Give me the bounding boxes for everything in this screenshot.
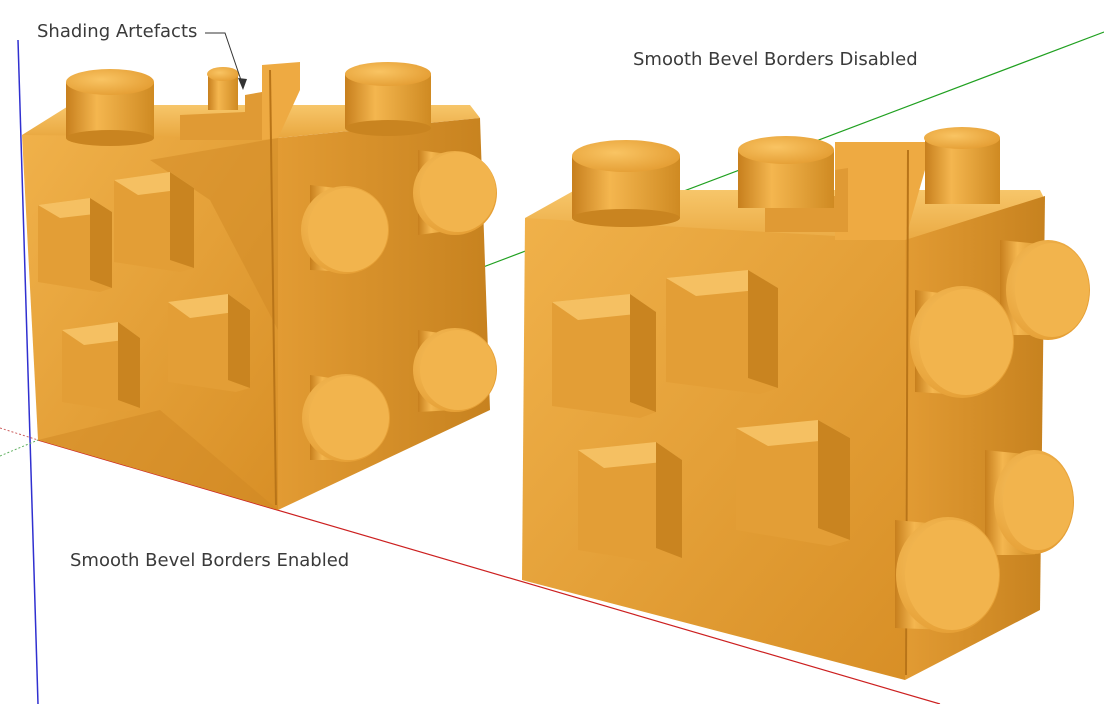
left-front-bumps bbox=[38, 172, 250, 412]
axis-red-dotted bbox=[0, 427, 39, 441]
right-side-cylinders bbox=[895, 240, 1090, 633]
right-front-bumps bbox=[552, 270, 850, 564]
left-ridge-edge bbox=[269, 69, 277, 506]
model-right[interactable] bbox=[522, 127, 1090, 680]
axis-red bbox=[37, 439, 941, 704]
axis-blue bbox=[17, 39, 39, 704]
annotation-smooth-bevel-disabled: Smooth Bevel Borders Disabled bbox=[633, 49, 918, 70]
annotation-smooth-bevel-enabled: Smooth Bevel Borders Enabled bbox=[70, 550, 350, 571]
axis-green-dotted bbox=[0, 439, 39, 457]
right-ridge bbox=[835, 142, 925, 240]
model-left[interactable] bbox=[22, 62, 497, 510]
artefact-leader bbox=[205, 32, 247, 90]
right-top-studs bbox=[572, 127, 1000, 227]
annotation-shading-artefacts: Shading Artefacts bbox=[37, 21, 198, 42]
left-notch bbox=[180, 92, 262, 140]
left-top-studs bbox=[66, 62, 431, 146]
left-artefact-streak bbox=[150, 138, 278, 330]
left-side-cylinders bbox=[301, 150, 497, 462]
left-artefact-streak bbox=[38, 410, 278, 510]
